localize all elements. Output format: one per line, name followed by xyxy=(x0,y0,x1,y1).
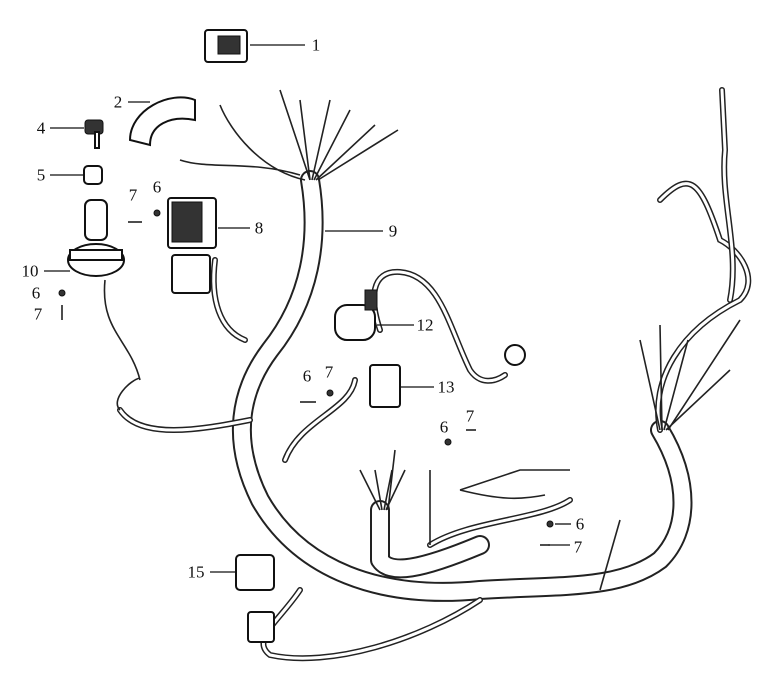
callout-15: 15 xyxy=(187,562,205,582)
component-4-key xyxy=(84,119,104,149)
callout-8: 8 xyxy=(254,218,264,238)
component-12-coil xyxy=(334,289,378,341)
component-13-cdi xyxy=(369,364,401,408)
callout-6: 6 xyxy=(575,514,585,534)
callout-1: 1 xyxy=(311,35,321,55)
callout-7: 7 xyxy=(465,406,475,426)
component-horn xyxy=(504,344,526,366)
component-1-relay xyxy=(204,29,248,63)
callout-10: 10 xyxy=(21,261,39,281)
component-10-ignition xyxy=(67,199,125,277)
callout-5: 5 xyxy=(36,165,46,185)
callout-4: 4 xyxy=(36,118,46,138)
callout-6: 6 xyxy=(439,417,449,437)
callout-9: 9 xyxy=(388,221,398,241)
callout-6: 6 xyxy=(302,366,312,386)
callout-6: 6 xyxy=(31,283,41,303)
wiring-harness xyxy=(103,87,752,662)
callout-12: 12 xyxy=(416,315,434,335)
callout-13: 13 xyxy=(437,377,455,397)
callout-7: 7 xyxy=(324,362,334,382)
callout-leaders xyxy=(44,44,571,573)
component-15-relay xyxy=(235,554,275,643)
callout-7: 7 xyxy=(33,304,43,324)
screws-and-washers xyxy=(58,209,554,546)
callout-7: 7 xyxy=(128,185,138,205)
callout-6: 6 xyxy=(152,177,162,197)
component-8-regulator xyxy=(167,197,217,294)
callout-2: 2 xyxy=(113,92,123,112)
component-2-switch xyxy=(128,96,196,147)
component-5-nut xyxy=(83,165,103,185)
callout-7: 7 xyxy=(573,537,583,557)
